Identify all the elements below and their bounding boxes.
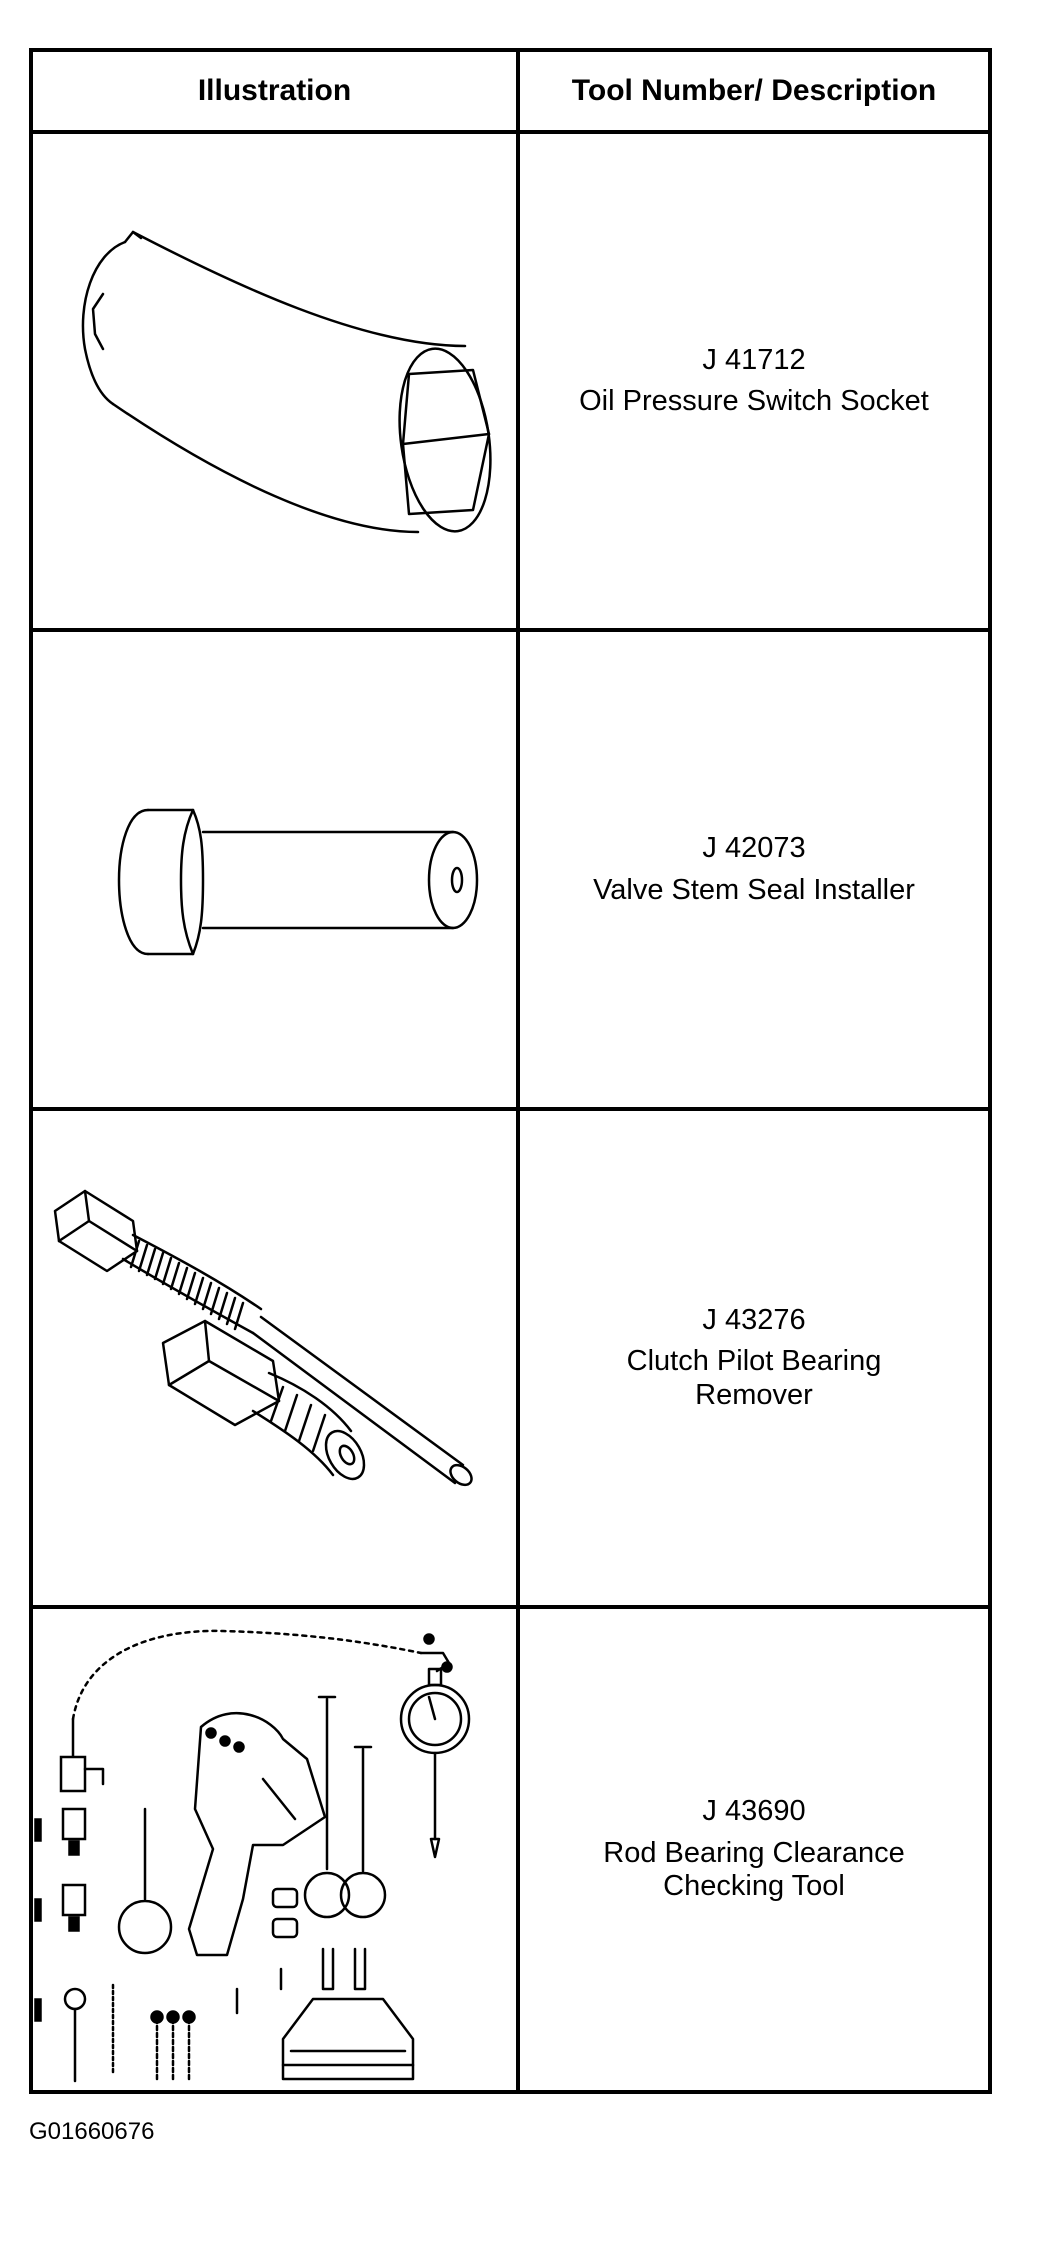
tool-description: Remover xyxy=(695,1378,813,1411)
valve-stem-seal-installer-icon xyxy=(33,632,516,1107)
tool-description: Clutch Pilot Bearing xyxy=(626,1345,882,1378)
column-divider xyxy=(516,52,520,2090)
clutch-pilot-bearing-remover-icon xyxy=(33,1111,516,1605)
tool-table: Illustration Tool Number/ Description J … xyxy=(29,48,992,2094)
tool-description: Valve Stem Seal Installer xyxy=(593,873,915,906)
oil-pressure-switch-socket-icon xyxy=(33,134,516,628)
table-row: J 42073 Valve Stem Seal Installer xyxy=(33,632,988,1111)
table-row: J 41712 Oil Pressure Switch Socket xyxy=(33,134,988,632)
table-row: J 43276 Clutch Pilot Bearing Remover xyxy=(33,1111,988,1609)
header-tool-description: Tool Number/ Description xyxy=(571,74,937,107)
rod-bearing-clearance-tool-icon xyxy=(33,1609,516,2090)
tool-number: J 43690 xyxy=(702,1795,806,1828)
tool-description: Checking Tool xyxy=(663,1870,845,1903)
table-header: Illustration Tool Number/ Description xyxy=(33,52,988,134)
tool-description: Oil Pressure Switch Socket xyxy=(579,385,929,417)
tool-description-cell: J 42073 Valve Stem Seal Installer xyxy=(520,632,988,1107)
tool-number: J 41712 xyxy=(702,343,806,376)
tool-description-cell: J 43690 Rod Bearing Clearance Checking T… xyxy=(520,1609,988,2090)
tool-number: J 43276 xyxy=(702,1303,806,1336)
tool-number: J 42073 xyxy=(702,832,806,865)
tool-description: Rod Bearing Clearance xyxy=(603,1836,905,1869)
table-row: J 43690 Rod Bearing Clearance Checking T… xyxy=(33,1609,988,2090)
tool-description-cell: J 43276 Clutch Pilot Bearing Remover xyxy=(520,1111,988,1605)
figure-code: G01660676 xyxy=(29,2118,155,2145)
tool-description-cell: J 41712 Oil Pressure Switch Socket xyxy=(520,134,988,628)
header-illustration: Illustration xyxy=(197,74,352,107)
